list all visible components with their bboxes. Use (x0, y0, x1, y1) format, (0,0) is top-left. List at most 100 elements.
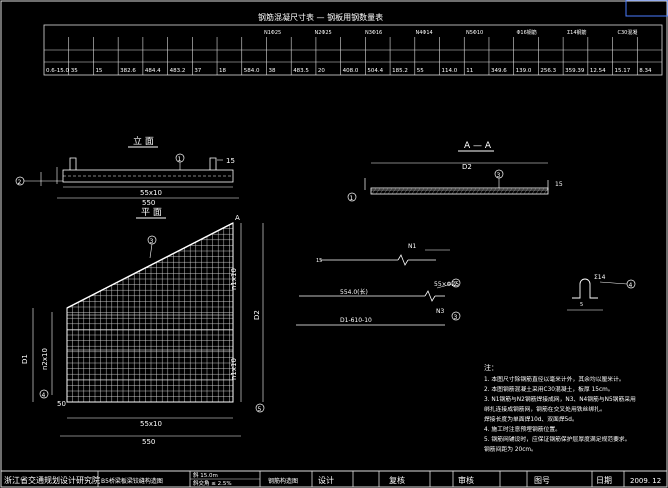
label-figure-no: 图号 (534, 476, 550, 485)
elevation-view: 立 面 15 1 2 55x10 550 (15, 135, 239, 207)
section-title: A — A (464, 141, 492, 151)
table-group-header: N5Φ10 (466, 30, 483, 36)
plan-dim-n1x10b: n1x10 (230, 358, 238, 380)
note-line: 1. 本图尺寸除钢筋直径以毫米计外，其余均以厘米计。 (484, 375, 625, 383)
drawing-name: 钢筋构造图 (268, 477, 298, 485)
bar3-length: D1-610-10 (340, 317, 372, 324)
svg-text:5: 5 (258, 406, 262, 413)
plan-dim-55x10: 55x10 (140, 420, 162, 428)
table-cell: 20 (318, 68, 325, 74)
table-cell: 256.3 (540, 68, 556, 74)
table-group-header: Σ14钢筋 (567, 29, 587, 36)
table-cell: 484.4 (145, 68, 161, 74)
table-cell: 15 (95, 68, 102, 74)
svg-text:15: 15 (316, 258, 322, 264)
section-a-a: A — A D2 1 3 15 (347, 141, 563, 202)
table-cell: 12.54 (590, 68, 606, 74)
notes-heading: 注： (484, 363, 498, 372)
scale-note-2: 斜交角 ≤ 2.5% (193, 479, 232, 487)
label-design: 设计 (318, 475, 334, 485)
table-title: 钢筋混凝尺寸表 — 钢板用钢数量表 (258, 12, 383, 22)
project-name: B5桥梁板梁铰缝构造图 (101, 477, 163, 485)
table-cell: 504.4 (367, 68, 383, 74)
table-cell: 15.17 (615, 68, 631, 74)
table-cell: 18 (219, 68, 226, 74)
table-cell: 139.0 (516, 68, 532, 74)
table-cell: 37 (194, 68, 201, 74)
svg-text:2: 2 (454, 281, 458, 288)
table-cell: 0.6-15.0 (46, 68, 69, 74)
table-cell: 483.5 (293, 68, 309, 74)
elev-dim-550: 550 (142, 199, 155, 207)
plan-dim-550: 550 (142, 438, 155, 446)
svg-text:2: 2 (18, 179, 22, 186)
selection-box[interactable] (625, 0, 668, 17)
table-group-header: N1Φ25 (264, 30, 281, 36)
table-cell: 185.2 (392, 68, 408, 74)
note-line: 2. 本图钢筋混凝土采用C30混凝土，板厚 15cm。 (484, 385, 614, 393)
table-cell: 408.0 (343, 68, 359, 74)
plan-dim-d2: D2 (253, 310, 261, 320)
table-cell: 38 (268, 68, 275, 74)
bar1-label: N1 (408, 243, 416, 250)
plan-dim-50: 50 (57, 400, 66, 408)
svg-text:1: 1 (350, 195, 354, 202)
plan-view: 平 面 3 4 5 D1 n2x10 50 n1x10 n1x10 D2 A 5… (21, 207, 265, 446)
label-audit: 审核 (458, 475, 474, 485)
svg-text:3: 3 (150, 238, 154, 245)
label-date: 日期 (596, 476, 612, 485)
label-review: 复核 (389, 475, 405, 485)
svg-text:4: 4 (629, 282, 633, 289)
bar-details: 15 N1 554.0(长) 55×Φ25 2 D1-610-10 N3 3 5… (296, 243, 636, 326)
table-cell: 584.0 (244, 68, 260, 74)
section-dim-d2: D2 (462, 163, 472, 171)
scale-note-1: 斜 15.0m (193, 471, 218, 479)
table-cell: 114.0 (442, 68, 458, 74)
table-group-header: N3Φ16 (365, 30, 382, 36)
section-dim-15: 15 (555, 181, 563, 188)
bar2-length: 554.0(长) (340, 288, 368, 296)
note-line: 绑扎连接成钢筋网，钢筋在交叉处用铁丝绑扎。 (484, 405, 606, 413)
note-line: 5. 钢筋网铺设时，应保证钢筋保护层厚度满足规范要求。 (484, 435, 631, 443)
plan-dim-d1: D1 (21, 354, 29, 364)
svg-text:1: 1 (178, 156, 182, 163)
bar3-label: N3 (436, 308, 444, 315)
note-line: 3. N1钢筋与N2钢筋焊接成网，N3、N4钢筋与N5钢筋采用 (484, 395, 636, 403)
institute-name: 浙江省交通规划设计研究院 (4, 475, 100, 485)
table-group-header: N4Φ14 (416, 30, 433, 36)
table-cell: 483.2 (170, 68, 186, 74)
stirrup-dim-5: 5 (580, 302, 583, 308)
table-cell: 11 (466, 68, 473, 74)
table-group-header: Φ16钢筋 (517, 29, 537, 36)
bar2-label: 55×Φ25 (434, 281, 459, 288)
table-cell: 8.34 (639, 68, 652, 74)
table-cell: 349.6 (491, 68, 507, 74)
plan-dim-n1x10: n1x10 (230, 268, 238, 290)
elev-dim-55x10: 55x10 (140, 189, 162, 197)
dim-15-label: 15 (226, 157, 235, 165)
date-value: 2009. 12 (630, 477, 661, 485)
plan-title: 平 面 (141, 207, 162, 218)
note-line: 焊接长度为单面焊10d、双面焊5d。 (484, 415, 578, 423)
table-cell: 35 (71, 68, 78, 74)
svg-text:3: 3 (454, 314, 458, 321)
svg-text:4: 4 (42, 392, 46, 399)
callout-5 (255, 403, 265, 413)
title-block: 浙江省交通规划设计研究院 B5桥梁板梁铰缝构造图 斜 15.0m 斜交角 ≤ 2… (1, 470, 667, 488)
table-group-header: C30混凝 (618, 29, 638, 36)
table-cell: 382.6 (120, 68, 136, 74)
svg-text:3: 3 (497, 172, 501, 179)
callout-4 (39, 389, 49, 399)
table-cell: 55 (417, 68, 424, 74)
notes: 注： 1. 本图尺寸除钢筋直径以毫米计外，其余均以厘米计。 2. 本图钢筋混凝土采… (484, 363, 636, 453)
table-group-header: N2Φ25 (315, 30, 332, 36)
bar4-label: Σ14 (594, 274, 606, 281)
section-mark-a: A (235, 214, 240, 222)
note-line: 4. 施工时注意预埋钢筋位置。 (484, 425, 561, 433)
elevation-title: 立 面 (133, 135, 154, 147)
note-line: 钢筋间距为 20cm。 (484, 445, 537, 453)
plan-dim-n2x10: n2x10 (41, 348, 49, 370)
table-cell: 359.39 (565, 68, 585, 74)
